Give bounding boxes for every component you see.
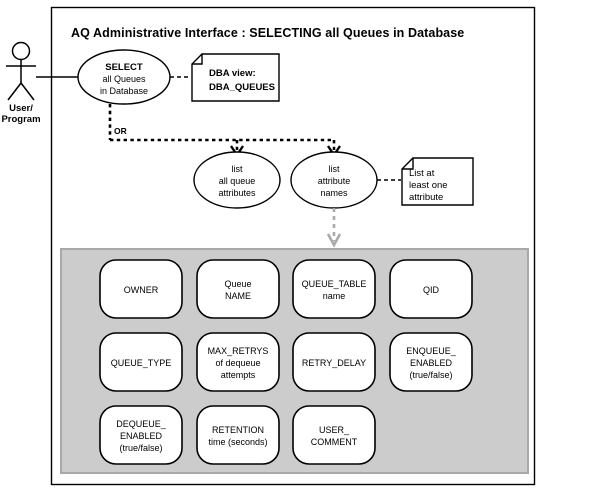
note-folded-corner-icon (192, 54, 203, 65)
note-line1: DBA view: (209, 68, 256, 79)
attribute-line1: RETRY_DELAY (302, 358, 366, 368)
attribute-box-retention[interactable]: RETENTION time (seconds) (196, 405, 280, 465)
attribute-line1: USER_ (319, 425, 350, 435)
attribute-box-enqueue-enabled[interactable]: ENQUEUE_ ENABLED (true/false) (389, 332, 473, 392)
attribute-line3: (true/false) (119, 443, 162, 453)
attribute-line1: QID (423, 285, 440, 295)
attribute-box (99, 332, 183, 392)
attribute-line1: QUEUE_TYPE (111, 358, 172, 368)
use-case-line1: SELECT (105, 62, 143, 73)
use-case-list-all-queue-attributes[interactable]: list all queue attributes (193, 151, 281, 209)
diagram-frame (50, 6, 536, 486)
attribute-box-max-retrys[interactable]: MAX_RETRYS of dequeue attempts (196, 332, 280, 392)
attribute-box (292, 405, 376, 465)
attribute-line1: ENQUEUE_ (406, 346, 457, 356)
note-line1: List at (409, 168, 435, 179)
attribute-box-queue-table-name[interactable]: QUEUE_TABLE name (292, 259, 376, 319)
attribute-box (196, 405, 280, 465)
note-line2: least one (409, 180, 448, 191)
use-case-line3: names (320, 188, 348, 198)
attributes-flow-arrow (326, 208, 342, 248)
actor-label-line1: User/ (9, 103, 33, 114)
attribute-box (389, 259, 473, 319)
attribute-line1: MAX_RETRYS (208, 346, 269, 356)
attribute-box-queue-name[interactable]: Queue NAME (196, 259, 280, 319)
attribute-box-user-comment[interactable]: USER_ COMMENT (292, 405, 376, 465)
attribute-line2: time (seconds) (208, 437, 267, 447)
attribute-box (389, 332, 473, 392)
use-case-line2: all queue (219, 176, 256, 186)
attribute-box-retry-delay[interactable]: RETRY_DELAY (292, 332, 376, 392)
attribute-line3: attempts (221, 370, 256, 380)
attribute-line2: name (323, 291, 346, 301)
attribute-line2: of dequeue (215, 358, 260, 368)
attribute-box (292, 259, 376, 319)
note-folded-corner-icon (402, 158, 414, 170)
use-case-line1: list (329, 164, 340, 174)
attribute-box (196, 259, 280, 319)
attribute-box-qid[interactable]: QID (389, 259, 473, 319)
note-line3: attribute (409, 192, 443, 203)
use-case-line2: attribute (318, 176, 351, 186)
or-connector: OR (108, 104, 341, 158)
actor-label-line2: Program (1, 114, 40, 125)
attribute-box-queue-type[interactable]: QUEUE_TYPE (99, 332, 183, 392)
attribute-box-owner[interactable]: OWNER (99, 259, 183, 319)
or-label: OR (114, 126, 127, 136)
attribute-box (99, 405, 183, 465)
note-dba-view: DBA view: DBA_QUEUES (191, 53, 280, 102)
attribute-line1: RETENTION (212, 425, 264, 435)
attribute-line2: NAME (225, 291, 251, 301)
attribute-line3: (true/false) (409, 370, 452, 380)
note-list-at-least-one-attribute: List at least one attribute (401, 157, 474, 206)
attribute-box (292, 332, 376, 392)
use-case-select-all-queues[interactable]: SELECT all Queues in Database (77, 49, 171, 105)
attribute-box-dequeue-enabled[interactable]: DEQUEUE_ ENABLED (true/false) (99, 405, 183, 465)
note-line2: DBA_QUEUES (209, 82, 275, 93)
attribute-line2: COMMENT (311, 437, 358, 447)
use-case-list-attribute-names[interactable]: list attribute names (290, 151, 378, 209)
actor-user-program: User/ Program (1, 41, 41, 125)
use-case-line3: attributes (218, 188, 256, 198)
note-body (191, 53, 280, 102)
note-body (401, 157, 474, 206)
page-title: AQ Administrative Interface : SELECTING … (71, 26, 464, 40)
use-case-ellipse (193, 151, 281, 209)
gray-arrowhead-icon (326, 233, 342, 248)
use-case-line1: list (232, 164, 243, 174)
actor-leg-left-icon (7, 82, 22, 101)
attribute-line1: DEQUEUE_ (116, 419, 167, 429)
actor-leg-right-icon (20, 82, 35, 101)
actor-head-icon (11, 41, 31, 61)
use-case-line2: all Queues (102, 74, 146, 84)
use-case-line3: in Database (100, 86, 148, 96)
attribute-line2: ENABLED (120, 431, 163, 441)
attribute-box (99, 259, 183, 319)
attribute-line1: OWNER (124, 285, 159, 295)
attribute-line2: ENABLED (410, 358, 453, 368)
attribute-box (196, 332, 280, 392)
attribute-line1: QUEUE_TABLE (302, 279, 367, 289)
attribute-line1: Queue (224, 279, 251, 289)
